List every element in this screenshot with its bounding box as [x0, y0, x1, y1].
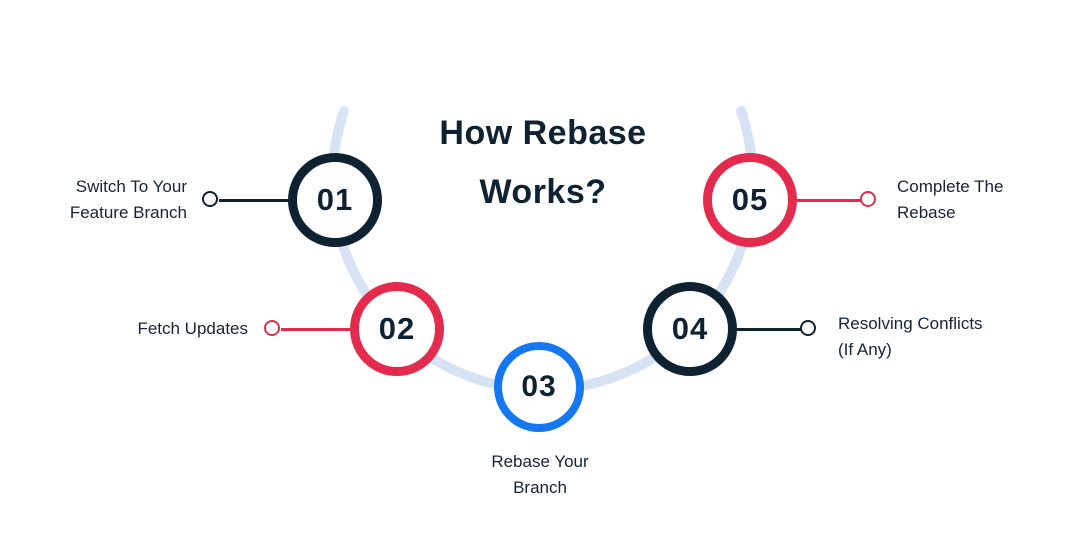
step-label-04-line-1: Resolving Conflicts: [838, 314, 983, 333]
step-label-05-line-1: Complete The: [897, 177, 1004, 196]
step-label-05: Complete The Rebase: [897, 174, 1003, 226]
step-circle-01: 01: [288, 153, 382, 247]
step-circle-04: 04: [643, 282, 737, 376]
step-label-03-line-1: Rebase Your: [491, 452, 589, 471]
connector-dot-02: [264, 320, 280, 336]
step-label-02: Fetch Updates: [0, 316, 248, 342]
connector-dot-05: [860, 191, 876, 207]
step-label-05-line-2: Rebase: [897, 203, 956, 222]
step-number-01: 01: [316, 182, 354, 217]
page-title: How Rebase Works?: [383, 104, 703, 222]
step-number-05: 05: [731, 182, 769, 217]
connector-line-04: [737, 328, 801, 331]
step-circle-02: 02: [350, 282, 444, 376]
step-number-02: 02: [378, 311, 416, 346]
connector-dot-01: [202, 191, 218, 207]
connector-line-02: [281, 328, 350, 331]
step-label-01: Switch To Your Feature Branch: [0, 174, 187, 226]
step-label-01-line-1: Switch To Your: [75, 177, 187, 196]
step-circle-05: 05: [703, 153, 797, 247]
step-number-03: 03: [521, 370, 557, 403]
title-line-2: Works?: [479, 173, 607, 211]
connector-dot-04: [800, 320, 816, 336]
step-label-04: Resolving Conflicts (If Any): [838, 311, 983, 363]
step-label-04-line-2: (If Any): [838, 340, 892, 359]
step-label-03: Rebase Your Branch: [440, 449, 640, 501]
step-number-04: 04: [671, 311, 709, 346]
connector-line-01: [219, 199, 289, 202]
connector-line-05: [797, 199, 861, 202]
step-label-02-line-1: Fetch Updates: [137, 319, 248, 338]
title-line-1: How Rebase: [439, 114, 647, 152]
step-circle-03: 03: [494, 342, 584, 432]
step-label-01-line-2: Feature Branch: [69, 203, 187, 222]
step-label-03-line-2: Branch: [513, 478, 567, 497]
